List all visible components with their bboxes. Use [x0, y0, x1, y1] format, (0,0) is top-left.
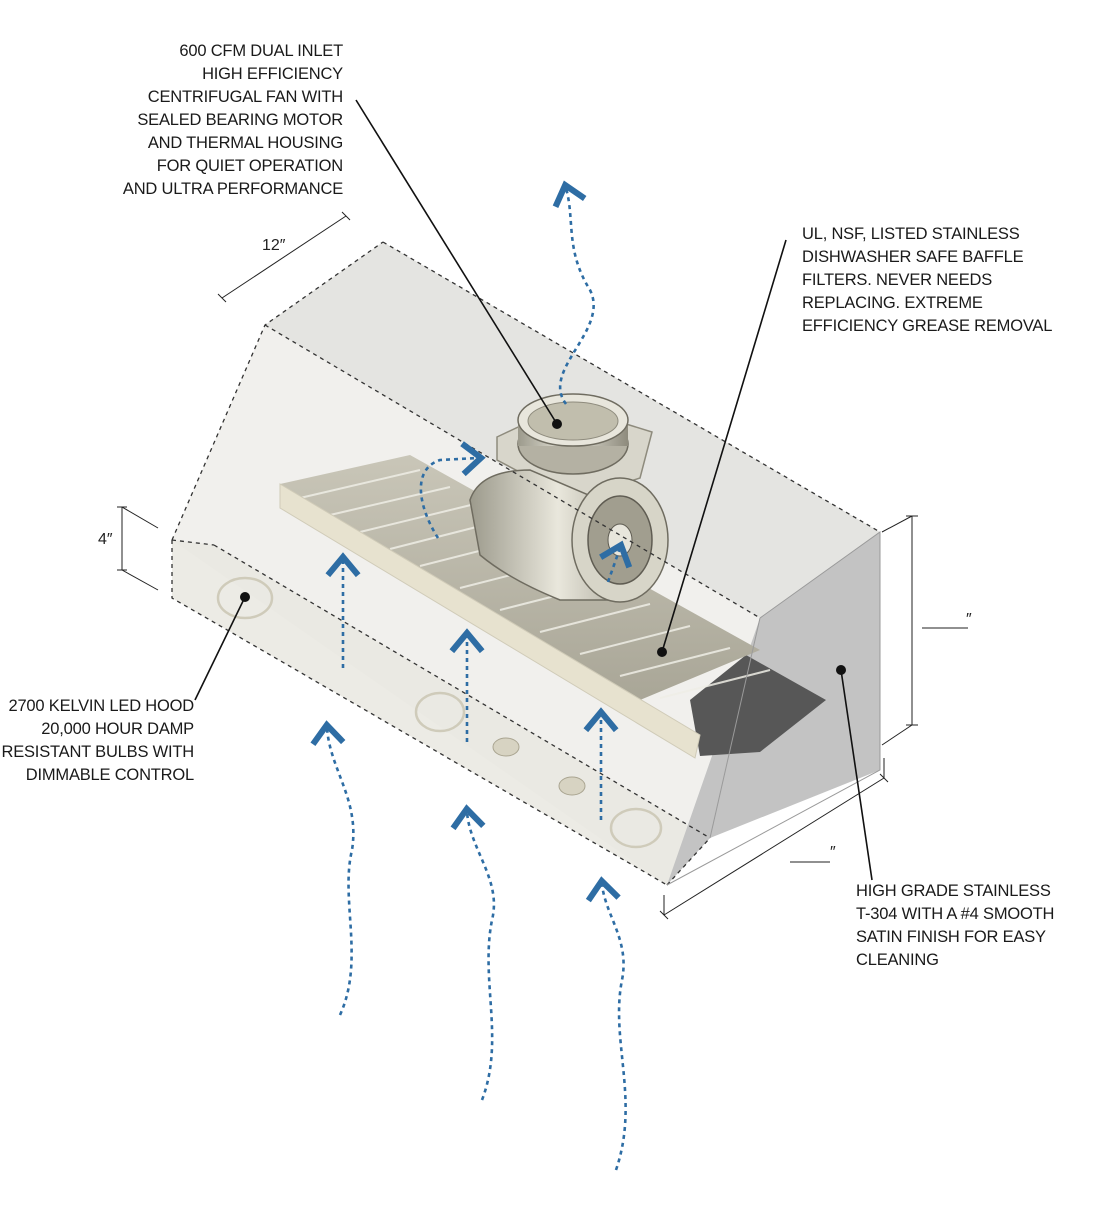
led-lights [216, 576, 663, 849]
callout-filters-line: DISHWASHER SAFE BAFFLE [802, 248, 1024, 266]
leader-dot-led [240, 592, 250, 602]
callout-steel-line: HIGH GRADE STAINLESS [856, 882, 1051, 900]
centrifugal-fan [469, 393, 669, 603]
dim-height-label: ″ [966, 611, 972, 628]
airflow-floor-arrow-3 [585, 876, 627, 1171]
callout-fan-line: SEALED BEARING MOTOR [137, 111, 343, 129]
callout-led-line: 20,000 HOUR DAMP [41, 720, 194, 738]
dim-width-line [663, 777, 885, 916]
control-knob-1 [492, 737, 520, 757]
callout-filters-line: FILTERS. NEVER NEEDS [802, 271, 993, 289]
callout-fan-line: HIGH EFFICIENCY [202, 65, 343, 83]
callout-steel: HIGH GRADE STAINLESS T-304 WITH A #4 SMO… [856, 880, 1054, 972]
airflow-fan-inner-arrow [599, 540, 633, 583]
leader-fan [355, 99, 558, 425]
callout-led: 2700 KELVIN LED HOOD 20,000 HOUR DAMP RE… [1, 695, 194, 787]
callout-fan-line: 600 CFM DUAL INLET [179, 42, 343, 60]
callout-steel-line: CLEANING [856, 951, 939, 969]
airflow-floor-arrow-2 [450, 804, 496, 1101]
callout-led-line: 2700 KELVIN LED HOOD [8, 697, 194, 715]
hood-solid-edges [666, 531, 881, 886]
callout-fan-line: AND THERMAL HOUSING [147, 134, 343, 152]
callout-filters-line: REPLACING. EXTREME [802, 294, 983, 312]
hood-front-lip [172, 540, 710, 885]
airflow-arrows [310, 180, 633, 1171]
fan-inlet-opening [527, 401, 619, 441]
callout-steel-line: T-304 WITH A #4 SMOOTH [856, 905, 1055, 923]
airflow-floor-arrow-1 [310, 720, 355, 1016]
callout-led-line: RESISTANT BULBS WITH [1, 743, 194, 761]
callout-filters-line: UL, NSF, LISTED STAINLESS [802, 225, 1020, 243]
leader-lines [194, 99, 873, 881]
leader-dots [240, 419, 846, 675]
leader-dot-filters [657, 647, 667, 657]
callout-fan-line: FOR QUIET OPERATION [156, 157, 343, 175]
airflow-exhaust-arrow [552, 180, 595, 405]
callout-fan-line: CENTRIFUGAL FAN WITH [147, 88, 343, 106]
filter-front-rail [279, 483, 701, 759]
led-light-right [609, 807, 663, 849]
control-knobs [492, 737, 586, 796]
callout-led-line: DIMMABLE CONTROL [25, 766, 194, 784]
callout-filters: UL, NSF, LISTED STAINLESS DISHWASHER SAF… [802, 223, 1052, 338]
leader-filters [661, 239, 787, 653]
dim-depth-label: 12″ [262, 237, 286, 254]
callout-steel-line: SATIN FINISH FOR EASY [856, 928, 1046, 946]
led-light-center [414, 691, 466, 733]
leader-led [194, 596, 246, 701]
led-light-left [216, 576, 274, 620]
callout-fan: 600 CFM DUAL INLET HIGH EFFICIENCY CENTR… [123, 40, 343, 201]
callout-fan-line: AND ULTRA PERFORMANCE [122, 180, 343, 198]
dimension-lines [117, 211, 968, 920]
dim-width-label: ″ [830, 844, 836, 861]
leader-steel [840, 669, 873, 881]
callout-filters-line: EFFICIENCY GREASE REMOVAL [802, 317, 1053, 335]
leader-dot-fan [552, 419, 562, 429]
leader-dot-steel [836, 665, 846, 675]
hood-outline [171, 241, 881, 886]
control-knob-2 [558, 776, 586, 796]
filter-dark-end [690, 655, 826, 756]
dim-front-height-label: 4″ [98, 531, 113, 548]
dim-depth-line [221, 215, 347, 299]
